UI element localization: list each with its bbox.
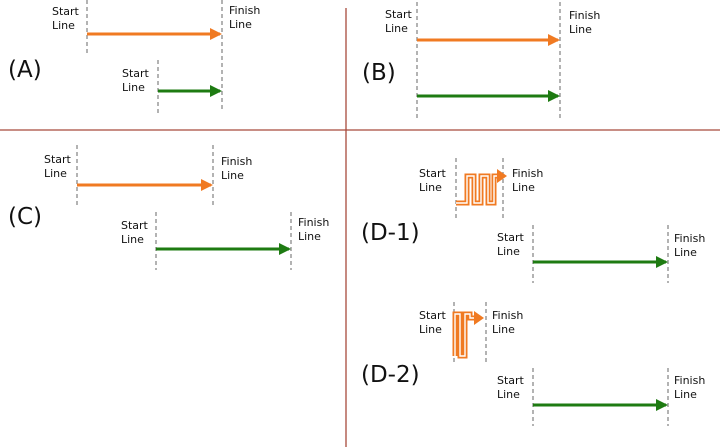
finish-line-label: Finish Line <box>221 155 252 182</box>
svg-text:Finish: Finish <box>221 155 252 168</box>
svg-text:Line: Line <box>674 246 697 259</box>
svg-text:Line: Line <box>121 233 144 246</box>
svg-text:Line: Line <box>44 167 67 180</box>
svg-text:Line: Line <box>385 22 408 35</box>
svg-text:Start: Start <box>52 5 80 18</box>
svg-text:Start: Start <box>122 67 150 80</box>
start-line-label: Start Line <box>385 8 413 35</box>
start-line-label: Start Line <box>122 67 150 94</box>
svg-text:Start: Start <box>497 231 525 244</box>
svg-text:Start: Start <box>497 374 525 387</box>
finish-line-label: Finish Line <box>229 4 260 31</box>
panel-a: (A) Start Line Finish Line Start Line <box>8 0 260 114</box>
panel-label-c: (C) <box>8 204 42 230</box>
orange-arrowhead <box>474 311 484 325</box>
start-line-label: Start Line <box>44 153 72 180</box>
start-line-label: Start Line <box>419 167 447 194</box>
orange-arrowhead <box>497 169 507 183</box>
svg-text:Finish: Finish <box>569 9 600 22</box>
finish-line-label: Finish Line <box>512 167 543 194</box>
svg-text:Start: Start <box>419 309 447 322</box>
svg-text:Line: Line <box>674 388 697 401</box>
start-line-label: Start Line <box>497 374 525 401</box>
svg-text:Line: Line <box>419 323 442 336</box>
panel-c: (C) Start Line Finish Line Start Line Fi… <box>8 145 329 270</box>
svg-text:Start: Start <box>385 8 413 21</box>
orange-winding-arrow <box>456 175 501 204</box>
finish-line-label: Finish Line <box>674 374 705 401</box>
svg-text:Line: Line <box>569 23 592 36</box>
orange-winding-arrow <box>454 313 478 357</box>
svg-text:Start: Start <box>44 153 72 166</box>
svg-text:Finish: Finish <box>674 232 705 245</box>
svg-text:Line: Line <box>492 323 515 336</box>
svg-text:Finish: Finish <box>298 216 329 229</box>
svg-text:Line: Line <box>298 230 321 243</box>
finish-line-label: Finish Line <box>569 9 600 36</box>
svg-text:Finish: Finish <box>492 309 523 322</box>
svg-text:Line: Line <box>512 181 535 194</box>
start-line-label: Start Line <box>121 219 149 246</box>
finish-line-label: Finish Line <box>298 216 329 243</box>
finish-line-label: Finish Line <box>492 309 523 336</box>
svg-text:Finish: Finish <box>512 167 543 180</box>
svg-text:Line: Line <box>497 388 520 401</box>
svg-text:Line: Line <box>419 181 442 194</box>
panel-label-d1: (D-1) <box>361 220 420 246</box>
panel-label-a: (A) <box>8 57 42 83</box>
start-line-label: Start Line <box>52 5 80 32</box>
panel-label-b: (B) <box>362 60 396 86</box>
finish-line-label: Finish Line <box>674 232 705 259</box>
svg-text:Line: Line <box>221 169 244 182</box>
svg-text:Finish: Finish <box>674 374 705 387</box>
svg-text:Line: Line <box>52 19 75 32</box>
start-line-label: Start Line <box>497 231 525 258</box>
svg-text:Line: Line <box>229 18 252 31</box>
svg-text:Start: Start <box>121 219 149 232</box>
start-line-label: Start Line <box>419 309 447 336</box>
svg-text:Finish: Finish <box>229 4 260 17</box>
panel-label-d2: (D-2) <box>361 362 420 388</box>
panel-b: (B) Start Line Finish Line <box>362 2 600 118</box>
svg-text:Line: Line <box>122 81 145 94</box>
panel-d2: (D-2) Start Line Finish Line Start Line … <box>361 302 705 426</box>
svg-text:Start: Start <box>419 167 447 180</box>
panel-d1: (D-1) Start Line Finish Line Start Line … <box>361 158 705 283</box>
svg-text:Line: Line <box>497 245 520 258</box>
